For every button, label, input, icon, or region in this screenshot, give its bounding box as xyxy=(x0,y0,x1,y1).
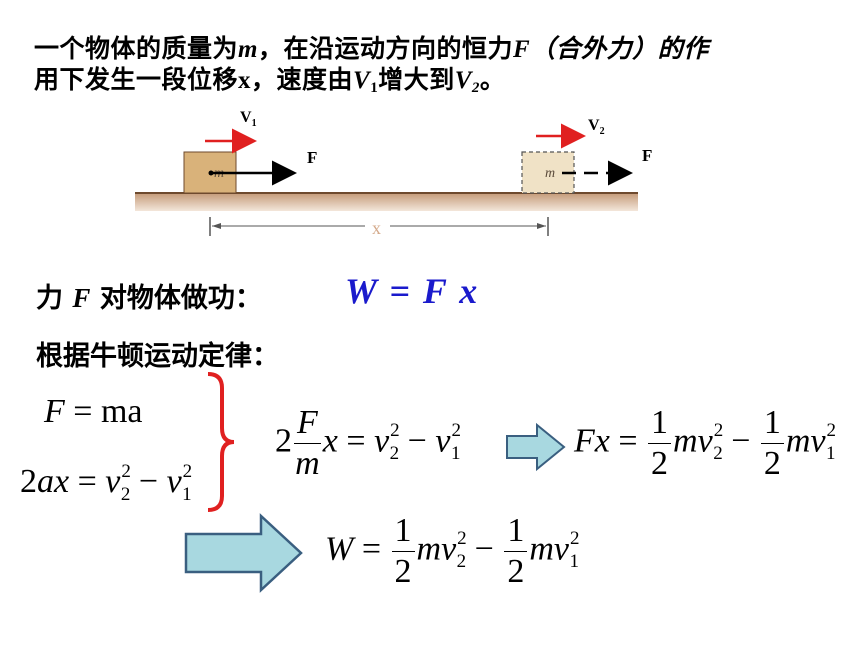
intro-line-1: 一个物体的质量为m，在沿运动方向的恒力F（合外力）的作 xyxy=(34,34,709,63)
work-heading: 力 F 对物体做功： xyxy=(36,283,262,314)
newton-heading: 根据牛顿运动定律： xyxy=(36,341,279,372)
ground xyxy=(135,193,638,211)
brace xyxy=(207,372,235,512)
velocity-label-final: V2 xyxy=(588,117,605,137)
force-label-initial: F xyxy=(307,148,317,167)
arrow-right-large xyxy=(184,513,303,593)
intro-text: 一个物体的质量为m，在沿运动方向的恒力F（合外力）的作 用下发生一段位移x，速度… xyxy=(34,34,834,103)
velocity-label-initial: V1 xyxy=(240,109,257,129)
displacement-label: x xyxy=(372,218,381,238)
arrow-right-small xyxy=(506,422,566,472)
equation-kinematics: 2ax = v22 − v21 xyxy=(20,461,193,505)
mass-label-final: m xyxy=(545,166,555,181)
motion-diagram: m F V1 m F V2 x xyxy=(135,109,652,238)
work-formula: W = F x xyxy=(345,271,480,311)
equation-newton-second-law: F = ma xyxy=(44,393,143,430)
intro-line-2: 用下发生一段位移x，速度由V1增大到V2。 xyxy=(34,65,506,96)
force-label-final: F xyxy=(642,146,652,165)
